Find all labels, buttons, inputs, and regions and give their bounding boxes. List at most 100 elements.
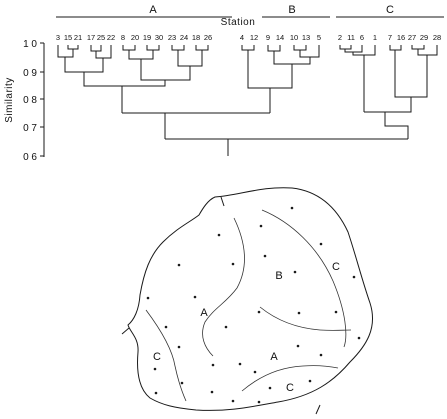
station-label: 13: [302, 33, 310, 42]
station-point: [293, 270, 297, 274]
station-point: [180, 381, 184, 385]
branch: [57, 45, 74, 58]
branch: [384, 112, 409, 139]
station-point: [357, 336, 361, 340]
group-label-c: C: [386, 4, 394, 16]
station-point: [177, 345, 181, 349]
y-axis-title: Similarity: [4, 77, 15, 123]
branch: [64, 57, 104, 73]
station-label: 5: [317, 33, 321, 42]
station-label: 15: [64, 33, 72, 42]
station-labels: 3 15 21 17 25 22 8 20 19 30 23 24 18 26 …: [56, 33, 441, 42]
branch: [293, 45, 307, 51]
station-label: 28: [433, 33, 441, 42]
station-point: [257, 310, 261, 314]
region-label-c: C: [286, 382, 294, 394]
station-point: [153, 367, 157, 371]
region-label-c: C: [153, 351, 161, 363]
station-label: 10: [290, 33, 298, 42]
map-protrusion: [121, 327, 130, 335]
branch: [417, 45, 438, 56]
station-point: [164, 325, 168, 329]
region-label-a: A: [200, 307, 208, 319]
station-point: [259, 224, 263, 228]
station-point: [210, 390, 214, 394]
branch: [339, 45, 352, 50]
station-label: 23: [168, 33, 176, 42]
station-label: 25: [97, 33, 105, 42]
station-point: [268, 386, 272, 390]
station-label: 19: [143, 33, 151, 42]
branch: [247, 50, 293, 89]
y-tick-label: 1 0: [23, 39, 37, 50]
map-outline: [127, 187, 374, 411]
station-point: [308, 379, 312, 383]
station-label: 21: [74, 33, 82, 42]
station-point: [217, 233, 221, 237]
station-label: 24: [180, 33, 188, 42]
station-point: [154, 391, 158, 395]
boundary-line: [261, 209, 347, 348]
region-label-c: C: [332, 261, 340, 273]
station-point: [352, 275, 356, 279]
station-label: 8: [121, 33, 125, 42]
station-label: 1: [373, 33, 377, 42]
branch: [122, 45, 136, 51]
station-label: 16: [397, 33, 405, 42]
branch: [241, 45, 255, 51]
station-point: [296, 344, 300, 348]
branch: [83, 72, 166, 87]
dendrogram-branches: [57, 45, 438, 156]
branch: [299, 45, 320, 58]
station-point: [297, 311, 301, 315]
station-label: 7: [388, 33, 392, 42]
y-tick-label: 0 8: [23, 95, 37, 106]
branch: [67, 45, 79, 50]
region-label-b: B: [275, 270, 282, 282]
station-label: 11: [347, 33, 355, 42]
group-label-b: B: [288, 4, 295, 16]
branch: [128, 50, 154, 60]
station-point: [231, 262, 235, 266]
branch: [267, 45, 281, 52]
station-label: 4: [240, 33, 244, 42]
branch: [146, 45, 160, 51]
station-label: 6: [360, 33, 364, 42]
y-ticks: 1 0 0 9 0 8 0 7 0 6: [23, 39, 44, 163]
station-point: [334, 310, 338, 314]
station-point: [224, 325, 228, 329]
boundary-line: [202, 217, 245, 357]
station-label: 17: [87, 33, 95, 42]
station-point: [231, 399, 235, 403]
branch: [411, 45, 425, 50]
station-label: 12: [250, 33, 258, 42]
station-title: Station: [221, 17, 256, 28]
boundary-line: [145, 309, 187, 402]
station-point: [263, 254, 267, 258]
y-tick-label: 0 9: [23, 68, 37, 79]
station-points: [146, 206, 361, 404]
station-point: [193, 295, 197, 299]
region-label-a: A: [270, 351, 278, 363]
station-map: C B A A C C: [121, 187, 374, 415]
branch: [140, 59, 191, 81]
station-label: 20: [131, 33, 139, 42]
station-label: 30: [155, 33, 163, 42]
branch: [177, 50, 203, 67]
station-point: [319, 353, 323, 357]
boundary-line: [241, 365, 339, 392]
station-label: 14: [276, 33, 284, 42]
station-point: [211, 363, 215, 367]
station-label: 2: [338, 33, 342, 42]
station-label: 29: [420, 33, 428, 42]
station-point: [177, 263, 181, 267]
station-label: 18: [192, 33, 200, 42]
dendrogram: A B C Station 1 0 0 9 0 8 0 7 0 6 Simila…: [4, 4, 444, 163]
branch: [364, 97, 412, 113]
y-tick-label: 0 6: [23, 152, 37, 163]
station-label: 9: [266, 33, 270, 42]
station-point: [146, 296, 150, 300]
map-protrusion: [220, 196, 225, 207]
station-label: 27: [408, 33, 416, 42]
